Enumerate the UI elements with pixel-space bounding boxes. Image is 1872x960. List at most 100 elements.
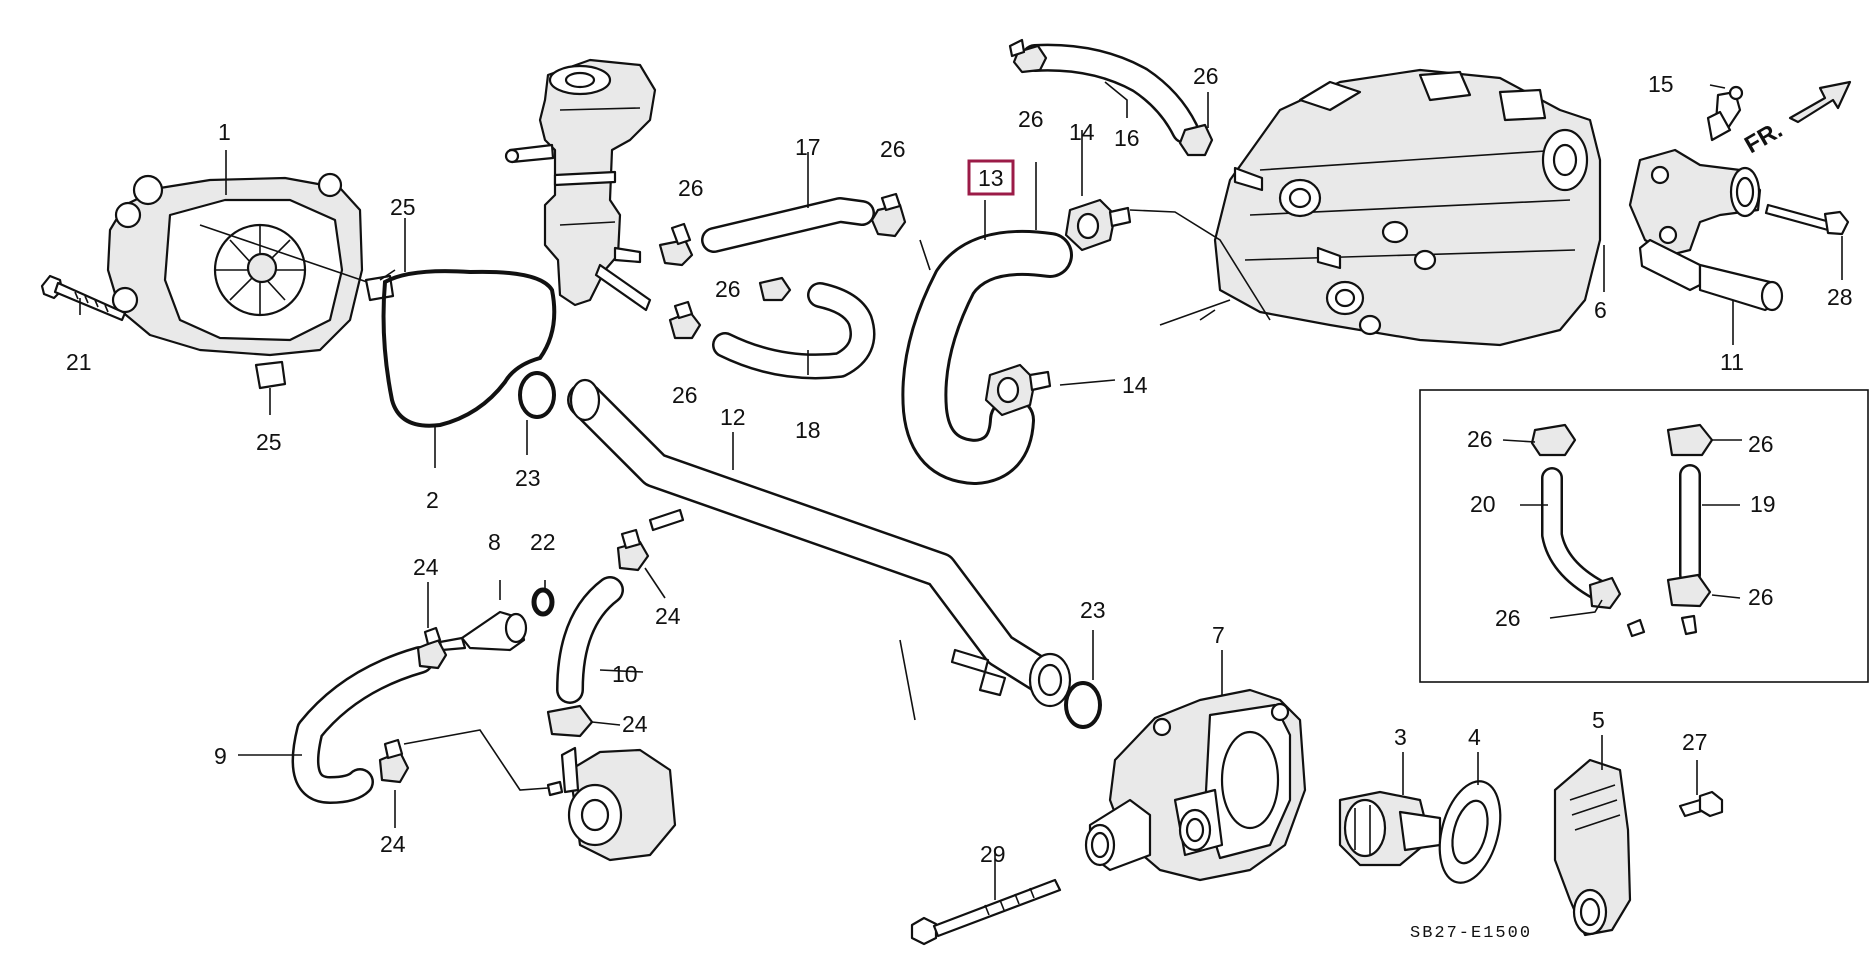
sensor-15-drawing [1706, 85, 1744, 142]
o-ring-23-lower [1064, 681, 1102, 729]
inset-pin-left [1626, 618, 1646, 638]
bolt-29-drawing [910, 878, 1062, 946]
hose-17-drawing [701, 197, 875, 253]
callout-2: 2 [426, 487, 439, 513]
callout-15: 15 [1648, 71, 1674, 97]
thermostat-3-drawing [1338, 790, 1442, 867]
lower-housing-drawing [546, 746, 677, 862]
clamp-26-c-icon [658, 222, 694, 267]
callout-6: 6 [1594, 297, 1607, 323]
callout-17: 17 [795, 134, 821, 160]
callout-5: 5 [1592, 707, 1605, 733]
bolt-21-drawing [40, 274, 127, 322]
housing-cover-5-drawing [1553, 758, 1632, 937]
hose-16-drawing [1021, 43, 1199, 144]
callout-27: 27 [1682, 729, 1708, 755]
callout-26-d: 26 [880, 136, 906, 162]
callout-14-upper: 14 [1069, 119, 1095, 145]
callout-13: 13 [978, 165, 1004, 191]
clamp-24-a-icon [416, 626, 448, 670]
bolt-27-drawing [1678, 790, 1724, 818]
callout-10: 10 [612, 661, 638, 687]
o-ring-23-upper [518, 371, 556, 419]
callout-12: 12 [720, 404, 746, 430]
highlight-box [967, 159, 1015, 196]
callout-25-upper: 25 [390, 194, 416, 220]
callout-7: 7 [1212, 622, 1225, 648]
washer-22-drawing [531, 587, 555, 617]
clamp-26-d-icon [870, 192, 907, 238]
callout-4: 4 [1468, 724, 1481, 750]
hose-13-drawing [901, 229, 1073, 485]
hose-20-drawing [1541, 467, 1609, 601]
callout-26-c: 26 [678, 175, 704, 201]
callout-8: 8 [488, 529, 501, 555]
clamp-icons [378, 38, 1714, 784]
clamp-26-e-icon [758, 276, 792, 302]
front-direction-indicator: FR. [1740, 80, 1852, 159]
outlet-6-drawing [1628, 148, 1762, 257]
thermostat-housing-7-drawing [1084, 688, 1307, 882]
callout-21: 21 [66, 349, 92, 375]
clamp-14-a-icon [1064, 198, 1132, 252]
callout-26-f: 26 [672, 382, 698, 408]
callout-9: 9 [214, 743, 227, 769]
callout-26-i: 26 [1495, 605, 1521, 631]
callout-26-a: 26 [1018, 106, 1044, 132]
callout-16: 16 [1114, 125, 1140, 151]
callout-labels: 1 2 3 4 5 6 7 8 9 10 11 12 13 14 14 15 1… [66, 63, 1853, 943]
inset-pin-right [1680, 614, 1698, 636]
leader-lines [79, 81, 1843, 900]
pump-gasket-drawing [381, 269, 557, 428]
callout-14-lower: 14 [1122, 372, 1148, 398]
water-pump-drawing [106, 172, 371, 357]
fitting-11-drawing [1638, 238, 1784, 312]
diagram-code: SB27-E1500 [1410, 924, 1532, 943]
clamp-26-f-icon [668, 300, 702, 340]
inset-detail-box [1419, 389, 1869, 683]
callout-19: 19 [1750, 491, 1776, 517]
callout-24-a: 24 [413, 554, 439, 580]
clamp-24-c-icon [546, 704, 594, 738]
callout-24-d: 24 [380, 831, 406, 857]
callout-1: 1 [218, 119, 231, 145]
callout-26-j: 26 [1748, 584, 1774, 610]
clamp-26-j-icon [1666, 573, 1712, 608]
clamp-26-a-icon [1008, 38, 1048, 74]
callout-18: 18 [795, 417, 821, 443]
clamp-26-b-icon [1178, 123, 1214, 157]
hose-10-drawing [556, 576, 624, 704]
callout-26-g: 26 [1467, 426, 1493, 452]
callout-26-e: 26 [715, 276, 741, 302]
callout-23-upper: 23 [515, 465, 541, 491]
gasket-4-drawing [1438, 780, 1502, 884]
callout-11: 11 [1720, 349, 1744, 375]
hose-9-drawing [291, 646, 434, 804]
front-arrow-icon [1788, 80, 1852, 124]
bypass-valve-drawing [504, 58, 657, 312]
callout-24-b: 24 [655, 603, 681, 629]
callout-20: 20 [1470, 491, 1496, 517]
callout-28: 28 [1827, 284, 1853, 310]
direction-label: FR. [1740, 116, 1787, 159]
water-pipe-12-drawing [567, 378, 1072, 708]
sensor-8-drawing [438, 610, 528, 652]
callout-26-h: 26 [1748, 431, 1774, 457]
clamp-26-i-icon [1588, 576, 1622, 610]
callout-24-c: 24 [622, 711, 648, 737]
cylinder-head-drawing [1159, 68, 1602, 347]
clamp-24-d-icon [378, 738, 410, 784]
callout-25-lower: 25 [256, 429, 282, 455]
dowel-pin-25-bottom [254, 360, 287, 390]
hose-18-drawing [712, 282, 876, 380]
callout-29: 29 [980, 841, 1006, 867]
clamp-26-g-icon [1530, 423, 1577, 457]
bolt-28-drawing [1764, 203, 1850, 236]
callout-23-lower: 23 [1080, 597, 1106, 623]
callout-22: 22 [530, 529, 556, 555]
clamp-24-b-icon [616, 528, 650, 572]
clamp-26-h-icon [1666, 423, 1714, 457]
clamp-14-b-icon [984, 363, 1052, 417]
